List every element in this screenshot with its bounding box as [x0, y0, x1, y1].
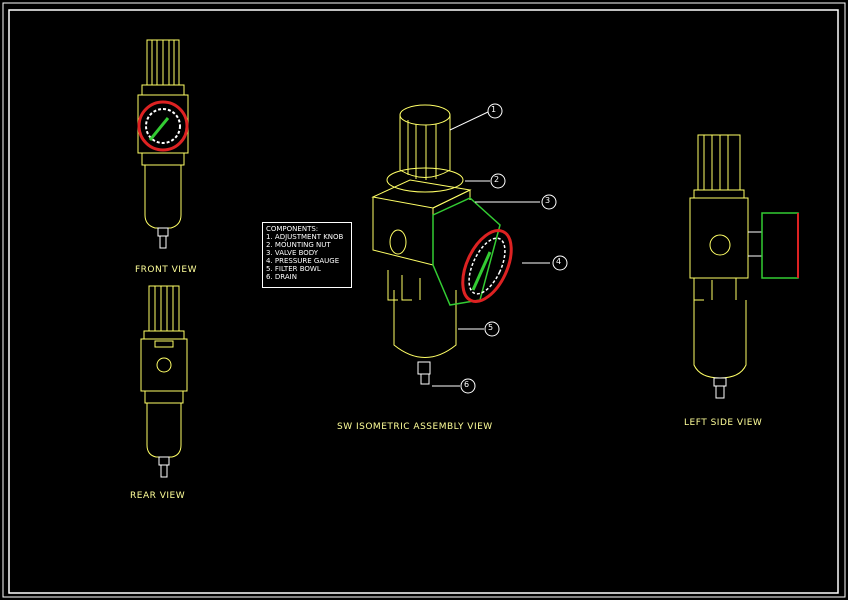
- balloon-1: 1: [491, 105, 497, 114]
- rear-view-drawing: [140, 285, 188, 478]
- legend-title: COMPONENTS:: [266, 225, 319, 233]
- components-legend: COMPONENTS: 1. ADJUSTMENT KNOB 2. MOUNTI…: [262, 222, 352, 288]
- rear-view-label: REAR VIEW: [130, 491, 186, 501]
- front-view-label: FRONT VIEW: [135, 265, 198, 275]
- legend-item: 3. VALVE BODY: [266, 249, 319, 257]
- legend-item: 1. ADJUSTMENT KNOB: [266, 233, 344, 241]
- balloon-6: 6: [464, 380, 470, 389]
- legend-item: 4. PRESSURE GAUGE: [266, 257, 340, 265]
- front-view-drawing: [137, 39, 189, 249]
- balloon-4: 4: [556, 257, 562, 266]
- inner-border: [8, 9, 839, 594]
- legend-item: 6. DRAIN: [266, 273, 297, 281]
- left-side-view-label: LEFT SIDE VIEW: [684, 418, 763, 428]
- leaders: [432, 103, 568, 394]
- balloon-3: 3: [545, 196, 551, 205]
- front-gauge-ring: [137, 100, 189, 152]
- side-gauge-body: [761, 212, 799, 279]
- balloon-2: 2: [494, 175, 500, 184]
- isometric-view-label: SW ISOMETRIC ASSEMBLY VIEW: [337, 422, 493, 432]
- legend-item: 2. MOUNTING NUT: [266, 241, 331, 249]
- balloon-5: 5: [488, 323, 494, 332]
- isometric-view-drawing: [371, 104, 472, 385]
- iso-gauge-body: [432, 197, 501, 306]
- legend-item: 5. FILTER BOWL: [266, 265, 321, 273]
- left-side-view-drawing: [689, 134, 762, 399]
- iso-gauge-ring: [461, 229, 513, 303]
